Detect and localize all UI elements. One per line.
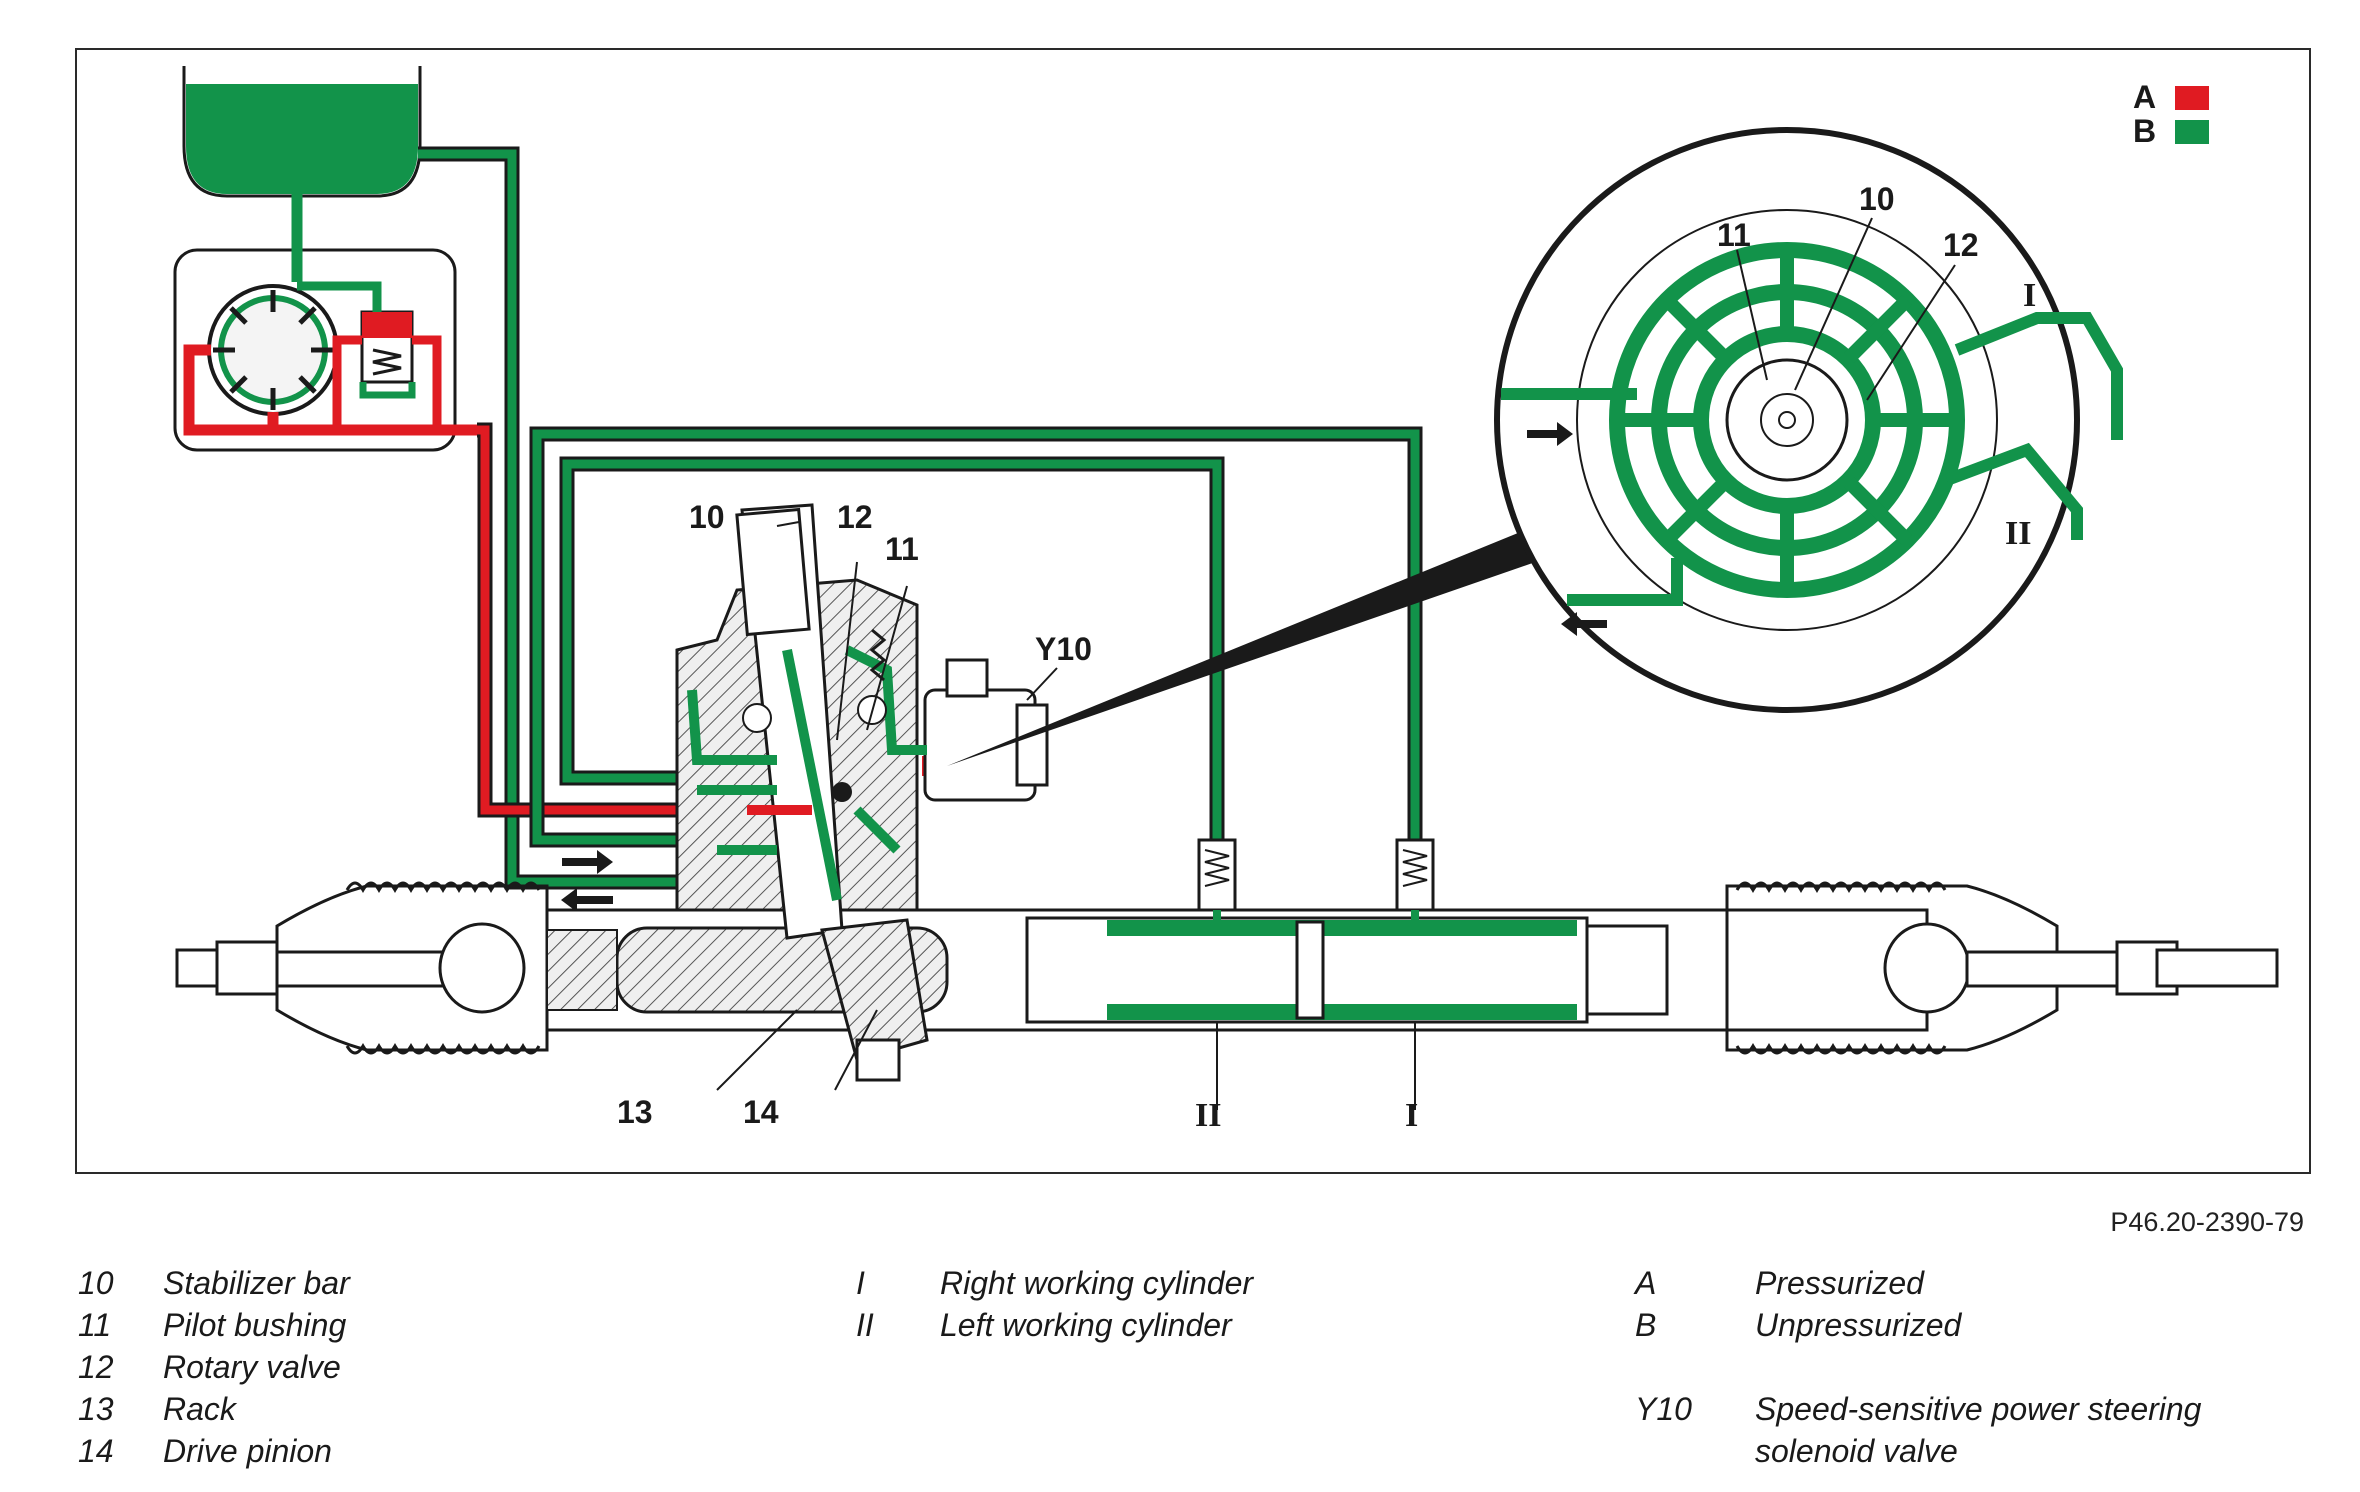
legend-spacer xyxy=(1635,1346,2201,1388)
legend-text: Pilot bushing xyxy=(163,1307,347,1343)
callout-12: 12 xyxy=(837,499,873,535)
legend-key: B xyxy=(1635,1307,1657,1343)
legend-item: 10 Stabilizer bar xyxy=(78,1262,350,1304)
detail-magnifier xyxy=(947,127,2123,766)
detail-callout-11: 11 xyxy=(1717,217,1751,253)
legend-key: 13 xyxy=(78,1391,114,1427)
flow-arrows xyxy=(561,850,613,912)
legend-text: solenoid valve xyxy=(1755,1433,1958,1469)
legend-text: Right working cylinder xyxy=(940,1265,1254,1301)
legend-text: Speed-sensitive power steering xyxy=(1755,1391,2202,1427)
return-line xyxy=(418,146,687,890)
callout-y10: Y10 xyxy=(1035,631,1092,667)
legend-text: Rotary valve xyxy=(163,1349,341,1385)
detail-callout-i: I xyxy=(2023,277,2036,314)
callout-cylinder-ii: II xyxy=(1195,1097,1221,1134)
legend-item: Y10 Speed-sensitive power steering xyxy=(1635,1388,2201,1430)
legend-text: Left working cylinder xyxy=(940,1307,1232,1343)
legend-item: A Pressurized xyxy=(1635,1262,2201,1304)
legend-item: 14 Drive pinion xyxy=(78,1430,350,1472)
legend-item: B Unpressurized xyxy=(1635,1304,2201,1346)
legend-text: Stabilizer bar xyxy=(163,1265,350,1301)
legend-item: II Left working cylinder xyxy=(856,1304,1253,1346)
legend-item: 12 Rotary valve xyxy=(78,1346,350,1388)
legend-column-components: 10 Stabilizer bar 11 Pilot bushing 12 Rotar… xyxy=(78,1262,350,1472)
detail-callout-ii: II xyxy=(2005,515,2031,552)
legend-key: 14 xyxy=(78,1433,114,1469)
cylinder-line-i xyxy=(529,426,1423,848)
figure-reference: P46.20-2390-79 xyxy=(2110,1207,2304,1237)
legend-text: Drive pinion xyxy=(163,1433,332,1469)
legend-text: Unpressurized xyxy=(1755,1307,1962,1343)
key-swatch-b xyxy=(2175,120,2209,144)
callout-11: 11 xyxy=(885,531,919,567)
legend-column-cylinders: I Right working cylinder II Left working c… xyxy=(856,1262,1253,1346)
callout-13: 13 xyxy=(617,1094,653,1130)
legend-key: Y10 xyxy=(1635,1391,1692,1427)
oil-reservoir xyxy=(182,66,422,198)
rotary-valve-body xyxy=(675,503,952,1082)
power-steering-pump xyxy=(173,194,477,452)
steering-hydraulic-diagram: A B 10 12 11 Y10 13 14 II I 10 11 12 I I… xyxy=(173,66,2279,1134)
color-key: A B xyxy=(2133,79,2209,149)
key-letter-b: B xyxy=(2133,113,2156,149)
pressure-line xyxy=(477,422,747,818)
callouts: 10 12 11 Y10 13 14 II I 10 11 12 I II xyxy=(617,181,2036,1134)
legend-key: A xyxy=(1635,1265,1657,1301)
callout-14: 14 xyxy=(743,1094,779,1130)
diagram-frame: A B 10 12 11 Y10 13 14 II I 10 11 12 I I… xyxy=(75,48,2311,1174)
legend-key xyxy=(1635,1430,1755,1472)
legend-column-states: A Pressurized B Unpressurized Y10 Speed-sen… xyxy=(1635,1262,2201,1472)
legend-key: 11 xyxy=(78,1307,112,1343)
detail-callout-12: 12 xyxy=(1943,227,1979,263)
legend-item: 13 Rack xyxy=(78,1388,350,1430)
key-letter-a: A xyxy=(2133,79,2156,115)
cylinder-line-ii xyxy=(559,456,1225,840)
legend-item: I Right working cylinder xyxy=(856,1262,1253,1304)
legend-key: I xyxy=(856,1265,865,1301)
legend-key: II xyxy=(856,1307,874,1343)
detail-callout-10: 10 xyxy=(1859,181,1895,217)
legend-item: solenoid valve xyxy=(1635,1430,2201,1472)
legend-key: 12 xyxy=(78,1349,114,1385)
rack-housing xyxy=(175,838,2279,1055)
key-swatch-a xyxy=(2175,86,2209,110)
legend-text: Rack xyxy=(163,1391,236,1427)
callout-cylinder-i: I xyxy=(1405,1097,1418,1134)
legend-text: Pressurized xyxy=(1755,1265,1924,1301)
legend-key: 10 xyxy=(78,1265,114,1301)
callout-10: 10 xyxy=(689,499,725,535)
solenoid-valve-y10 xyxy=(912,658,1049,802)
legend-item: 11 Pilot bushing xyxy=(78,1304,350,1346)
